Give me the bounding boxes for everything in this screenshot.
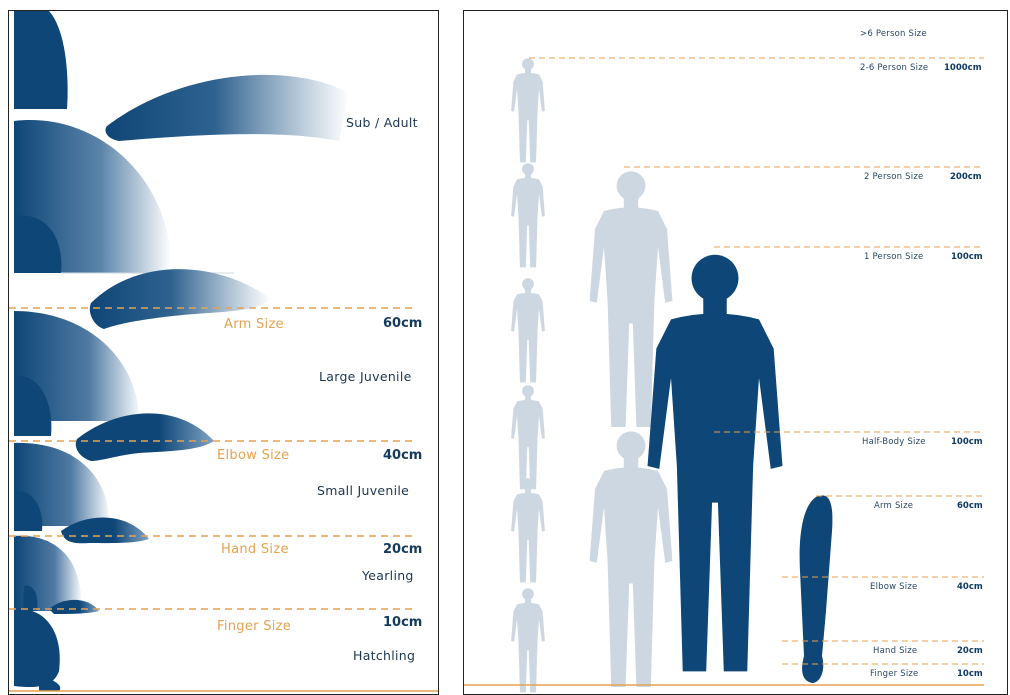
size-label: Arm Size [224, 317, 284, 332]
size-value: 10cm [383, 615, 422, 630]
size-value: 100cm [951, 437, 983, 447]
turtle-silhouettes [9, 11, 439, 695]
size-value: 20cm [957, 646, 983, 656]
stage-label: Hatchling [353, 648, 415, 663]
human-silhouettes [464, 11, 1008, 695]
size-label: Finger Size [870, 669, 919, 679]
size-label: 2-6 Person Size [860, 63, 928, 73]
adult-head-shape [14, 11, 68, 109]
size-label: Arm Size [874, 501, 913, 511]
stage-label: Small Juvenile [317, 483, 409, 498]
size-value: 60cm [383, 316, 422, 331]
size-label: Hand Size [873, 646, 917, 656]
size-value: 20cm [383, 542, 422, 557]
size-label: Elbow Size [217, 448, 289, 463]
arm-shape [800, 495, 833, 683]
adult-flipper-shape [106, 75, 350, 141]
size-value: 40cm [957, 582, 983, 592]
small-figure-stack [511, 58, 545, 692]
size-label: 2 Person Size [864, 172, 923, 182]
size-label: Finger Size [217, 619, 291, 634]
size-label: Half-Body Size [862, 437, 926, 447]
stage-label: Sub / Adult [346, 115, 418, 130]
human-scale-panel: >6 Person Size 2-6 Person Size 1000cm 2 … [463, 10, 1008, 695]
size-value: 1000cm [944, 63, 982, 73]
size-label: Hand Size [221, 542, 289, 557]
size-label: >6 Person Size [860, 29, 927, 39]
size-value: 10cm [957, 669, 983, 679]
size-label: Elbow Size [870, 582, 917, 592]
stage-label: Large Juvenile [319, 369, 412, 384]
size-value: 60cm [957, 501, 983, 511]
size-value: 100cm [951, 252, 983, 262]
size-value: 200cm [950, 172, 982, 182]
stage-label: Yearling [362, 568, 414, 583]
one-person-figure [648, 255, 783, 672]
size-label: 1 Person Size [864, 252, 923, 262]
hatchling-body-shape [14, 609, 60, 687]
size-value: 40cm [383, 448, 422, 463]
turtle-size-panel: Sub / Adult Large Juvenile Small Juvenil… [8, 10, 439, 695]
